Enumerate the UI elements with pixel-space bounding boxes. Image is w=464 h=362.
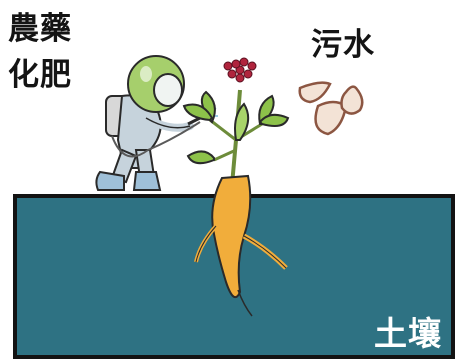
farmer-spraying-icon: [95, 55, 218, 191]
soil-label: 土壤: [374, 314, 442, 353]
water-drop-icon: [298, 81, 364, 136]
sewage-label: 污水: [311, 27, 375, 63]
fertilizer-label: 化肥: [8, 57, 72, 93]
ginseng-plant-icon: [182, 57, 290, 317]
pesticide-label: 農藥: [8, 11, 72, 47]
